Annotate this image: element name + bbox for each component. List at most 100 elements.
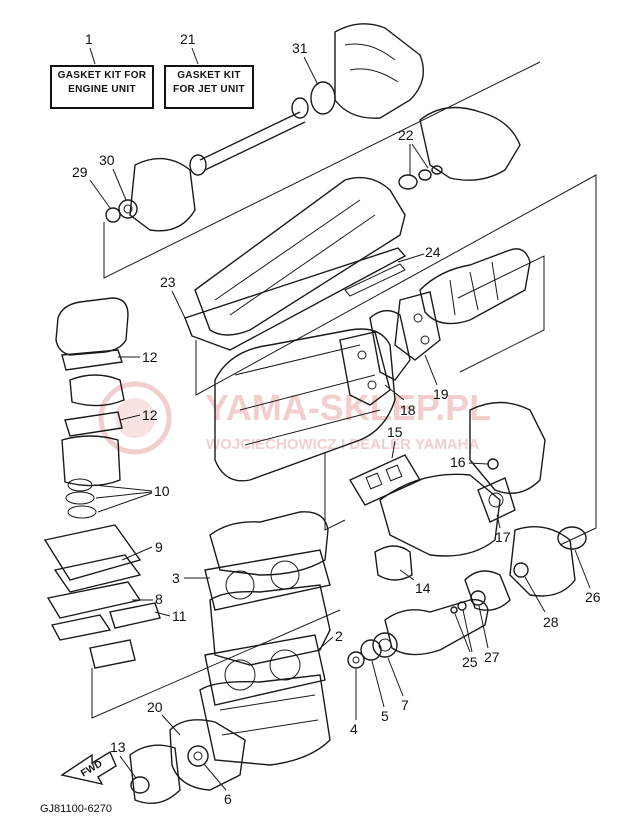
gasket-2-bore-a	[224, 659, 256, 691]
exhaust-joint-14	[374, 545, 413, 581]
leader-23	[171, 290, 186, 319]
frame-exhaust	[324, 452, 346, 531]
exhaust-chamber	[469, 401, 546, 494]
callout-17: 17	[495, 529, 511, 545]
shaft-coupler	[291, 97, 309, 119]
seal-6-bore	[193, 751, 203, 761]
callout-22: 22	[398, 127, 414, 143]
drive-shaft	[199, 111, 306, 171]
leader-10c	[97, 492, 153, 513]
impeller-housing	[419, 106, 521, 181]
water-lock-assembly	[464, 526, 587, 611]
gasket-15-port-b	[385, 464, 403, 482]
gasket-18-hole-a	[357, 350, 367, 360]
lower-crankcase-ribs	[219, 694, 319, 736]
callout-21: 21	[180, 31, 196, 47]
callout-15: 15	[387, 424, 403, 440]
crankcase	[214, 328, 396, 482]
leader-20	[161, 714, 181, 736]
flame-arrester	[69, 374, 125, 407]
leader-10a	[93, 484, 153, 492]
pump-housing	[334, 23, 424, 119]
callout-20: 20	[147, 699, 163, 715]
callout-12b: 12	[142, 407, 158, 423]
oil-seal-5	[360, 639, 382, 661]
muffler-body	[509, 526, 576, 597]
seal-22b	[418, 169, 432, 181]
gasket-17-bore	[488, 492, 504, 508]
leader-7	[387, 657, 404, 697]
forward-arrow: FWD	[60, 750, 117, 786]
frame-jet-top	[103, 61, 541, 279]
callout-26: 26	[585, 589, 601, 605]
bearing-22a	[398, 174, 418, 190]
leader-22b	[411, 143, 429, 169]
leader-18	[384, 384, 405, 401]
crankcase-ribs	[234, 344, 381, 446]
gasket-19-hole-b	[420, 335, 430, 345]
carb-gasket-10c	[67, 505, 97, 519]
gasket-13	[130, 776, 150, 794]
callout-7: 7	[401, 697, 409, 713]
callout-28: 28	[543, 614, 559, 630]
crankshaft-assembly	[394, 248, 531, 361]
leader-16	[468, 462, 489, 465]
exhaust-assembly	[348, 401, 546, 581]
leader-26	[574, 549, 591, 589]
coupling-cover	[129, 744, 181, 804]
gasket-17	[477, 477, 516, 523]
oring-25a	[457, 601, 467, 611]
oil-seal-29	[105, 207, 121, 223]
plug-16	[487, 458, 499, 470]
leader-5	[371, 660, 385, 708]
leader-30	[112, 168, 127, 201]
oring-28	[513, 562, 529, 578]
o-ring-31	[310, 81, 336, 115]
callout-25: 25	[462, 654, 478, 670]
leader-21	[191, 47, 199, 65]
carburetor	[61, 435, 121, 487]
crank-webs	[449, 261, 499, 316]
kit1-line2: ENGINE UNIT	[68, 84, 136, 95]
leader-17	[496, 514, 501, 529]
callout-5: 5	[381, 708, 389, 724]
gasket-23	[184, 247, 407, 351]
cylinder-assembly	[199, 511, 331, 766]
seal-6	[187, 745, 209, 767]
kit21-line2: FOR JET UNIT	[173, 84, 245, 95]
leader-25b	[462, 609, 473, 653]
gasket-11b	[109, 602, 161, 629]
callout-8: 8	[155, 591, 163, 607]
intake-housing-ribs	[214, 199, 376, 316]
seal-22c	[431, 165, 443, 175]
leader-13	[119, 755, 137, 779]
callout-31: 31	[292, 40, 308, 56]
magneto-housing	[384, 599, 489, 656]
callout-6: 6	[224, 791, 232, 807]
watermark-title: YAMA-SKLEP.PL	[205, 387, 491, 428]
gasket-15-port-a	[365, 472, 383, 490]
plate-24	[344, 263, 406, 297]
callouts: 31 22 30 29 24 23 12 12 18 19 15 16 10 1…	[72, 40, 601, 807]
leader-29	[89, 179, 111, 209]
watermark-subtitle: WOJCIECHOWICZ I DEALER YAMAHA	[206, 436, 480, 453]
callout-18: 18	[400, 402, 416, 418]
cylinder-head	[209, 511, 329, 576]
gasket-12a	[61, 349, 123, 371]
exhaust-manifold	[379, 473, 501, 557]
callout-12a: 12	[142, 349, 158, 365]
leader-6	[203, 763, 227, 791]
leader-1	[89, 47, 96, 65]
leader-12b	[119, 414, 141, 421]
reed-valve-8	[46, 581, 142, 619]
leader-28	[524, 576, 546, 613]
carb-gasket-10b	[65, 491, 95, 505]
leader-2	[317, 636, 334, 651]
callout-14: 14	[415, 580, 431, 596]
crankshaft	[419, 248, 531, 325]
gasket-19	[394, 291, 441, 361]
intake-grate-assembly	[184, 176, 407, 351]
pump-housing-ribs	[344, 43, 399, 83]
oring-7	[372, 632, 398, 658]
callout-2: 2	[335, 628, 343, 644]
